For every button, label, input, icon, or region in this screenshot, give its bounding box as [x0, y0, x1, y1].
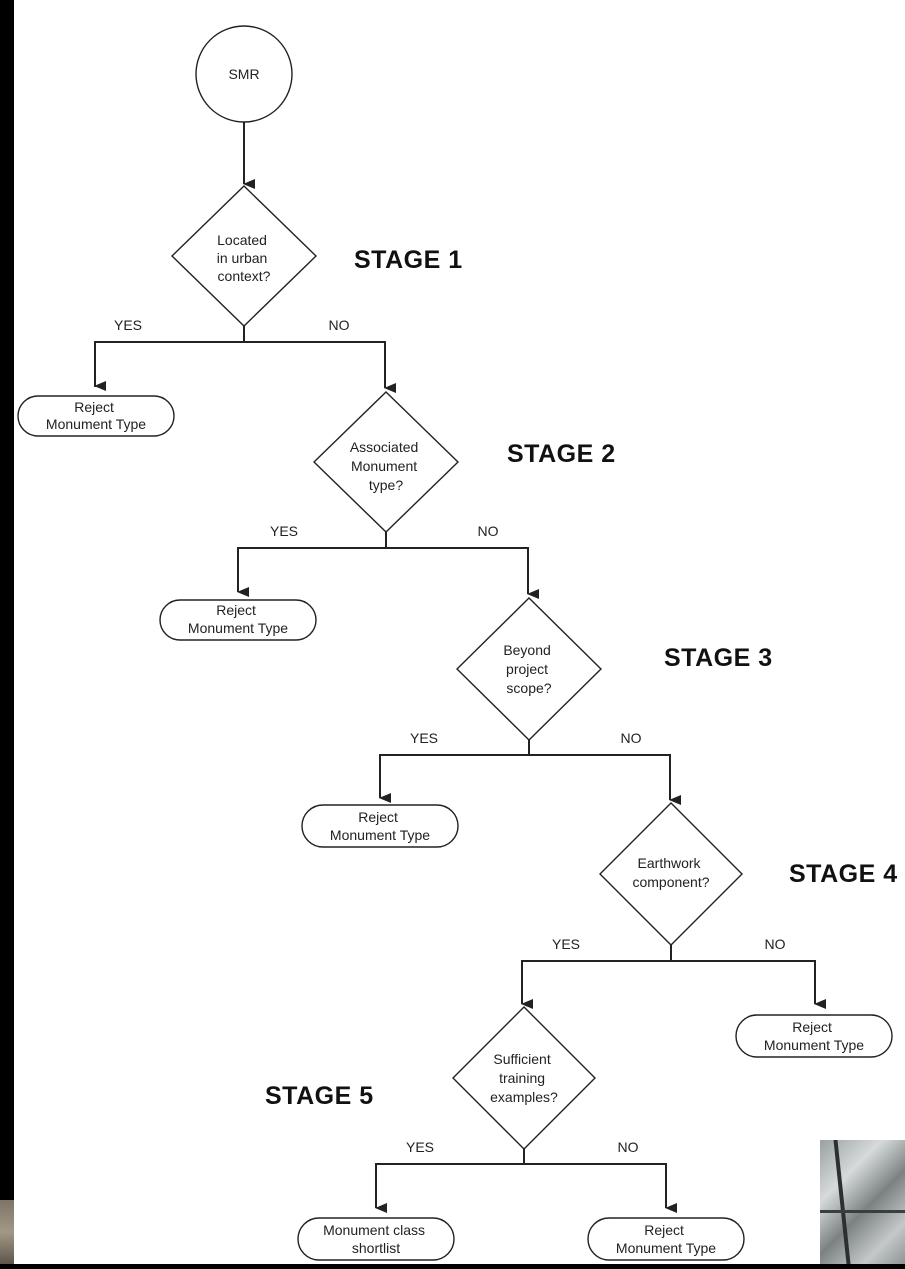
outcome-stage-1-yes	[17, 395, 175, 437]
branch-line-stage-3	[379, 754, 671, 795]
decision-text-stage-5: Sufficient training examples?	[490, 1051, 558, 1105]
outcome-stage-5-no	[587, 1217, 745, 1261]
no-label-stage-3: NO	[621, 730, 642, 746]
no-label-stage-4: NO	[765, 936, 786, 952]
flowchart-panel: SMR Located in urban context? STAGE 1 YE…	[14, 0, 905, 1264]
decision-text-stage-1: Located in urban context?	[217, 232, 271, 284]
stage-4-label: STAGE 4	[789, 860, 898, 888]
outcome-stage-4-no	[735, 1014, 893, 1058]
no-label-stage-5: NO	[618, 1139, 639, 1155]
stage-3-label: STAGE 3	[664, 644, 773, 672]
start-node-label: SMR	[228, 66, 259, 82]
no-label-stage-1: NO	[329, 317, 350, 333]
outcome-text-stage-4-no: Reject Monument Type	[764, 1019, 864, 1053]
decision-text-stage-4: Earthwork component?	[632, 855, 709, 890]
stage-2-label: STAGE 2	[507, 440, 616, 468]
outcome-text-stage-5-no: Reject Monument Type	[616, 1222, 716, 1256]
yes-label-stage-4: YES	[552, 936, 580, 952]
outcome-text-stage-5-yes: Monument class shortlist	[323, 1222, 429, 1256]
outcome-stage-5-yes	[297, 1217, 455, 1261]
branch-line-stage-4	[521, 960, 816, 1000]
no-label-stage-2: NO	[478, 523, 499, 539]
decision-text-stage-3: Beyond project scope?	[503, 642, 554, 696]
branch-line-stage-2	[237, 547, 529, 590]
branch-line-stage-5	[375, 1163, 667, 1205]
yes-label-stage-1: YES	[114, 317, 142, 333]
stage-1: Located in urban context? STAGE 1 YES NO…	[17, 185, 463, 437]
outcome-text-stage-3-yes: Reject Monument Type	[330, 809, 430, 843]
aerial-photo-thumbnail	[820, 1140, 905, 1264]
decision-text-stage-2: Associated Monument type?	[350, 439, 422, 493]
yes-label-stage-3: YES	[410, 730, 438, 746]
branch-line-stage-1	[94, 341, 386, 387]
outcome-stage-2-yes	[159, 599, 317, 641]
yes-label-stage-5: YES	[406, 1139, 434, 1155]
outcome-text-stage-1-yes: Reject Monument Type	[46, 399, 146, 432]
stage-5: Sufficient training examples? STAGE 5 YE…	[265, 1006, 745, 1261]
outcome-text-stage-2-yes: Reject Monument Type	[188, 602, 288, 636]
stage-4: Earthwork component? STAGE 4 YES NO Reje…	[521, 802, 898, 1058]
stage-1-label: STAGE 1	[354, 246, 463, 274]
stage-3: Beyond project scope? STAGE 3 YES NO Rej…	[301, 597, 773, 848]
outcome-stage-3-yes	[301, 804, 459, 848]
yes-label-stage-2: YES	[270, 523, 298, 539]
start-node: SMR	[195, 25, 293, 123]
stage-5-label: STAGE 5	[265, 1082, 374, 1110]
flowchart: SMR Located in urban context? STAGE 1 YE…	[17, 25, 898, 1261]
stage-2: Associated Monument type? STAGE 2 YES NO…	[159, 391, 616, 641]
left-edge-photo-thumbnail	[0, 1200, 14, 1264]
